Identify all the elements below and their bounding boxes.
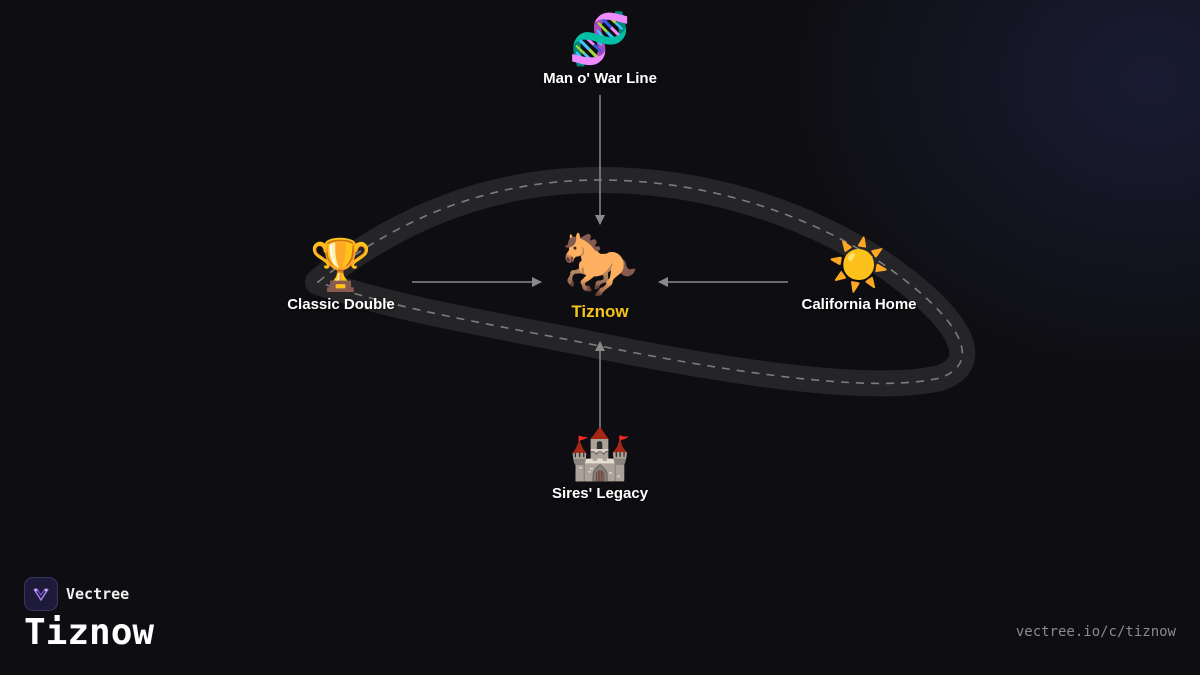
sun-icon: ☀️ <box>827 237 891 293</box>
node-center[interactable]: 🐎 Tiznow <box>561 232 638 322</box>
brand[interactable]: Vectree <box>24 577 129 611</box>
race-track-lane <box>316 179 964 385</box>
page-title: Tiznow <box>24 612 155 653</box>
node-right[interactable]: ☀️ California Home <box>801 236 916 313</box>
node-left-label: Classic Double <box>287 296 395 313</box>
source-url[interactable]: vectree.io/c/tiznow <box>1015 624 1176 640</box>
trophy-icon: 🏆 <box>309 237 373 293</box>
node-top-label: Man o' War Line <box>543 70 657 87</box>
vectree-logo-icon <box>24 577 58 611</box>
brand-name: Vectree <box>66 585 130 603</box>
castle-icon: 🏰 <box>568 426 632 482</box>
node-left[interactable]: 🏆 Classic Double <box>287 236 395 313</box>
node-top[interactable]: 🧬 Man o' War Line <box>543 10 657 87</box>
dna-icon: 🧬 <box>568 11 632 67</box>
node-right-label: California Home <box>801 296 917 313</box>
node-bottom[interactable]: 🏰 Sires' Legacy <box>552 425 648 502</box>
node-center-label: Tiznow <box>571 302 629 321</box>
node-bottom-label: Sires' Legacy <box>551 485 649 502</box>
horse-icon: 🐎 <box>561 230 639 299</box>
